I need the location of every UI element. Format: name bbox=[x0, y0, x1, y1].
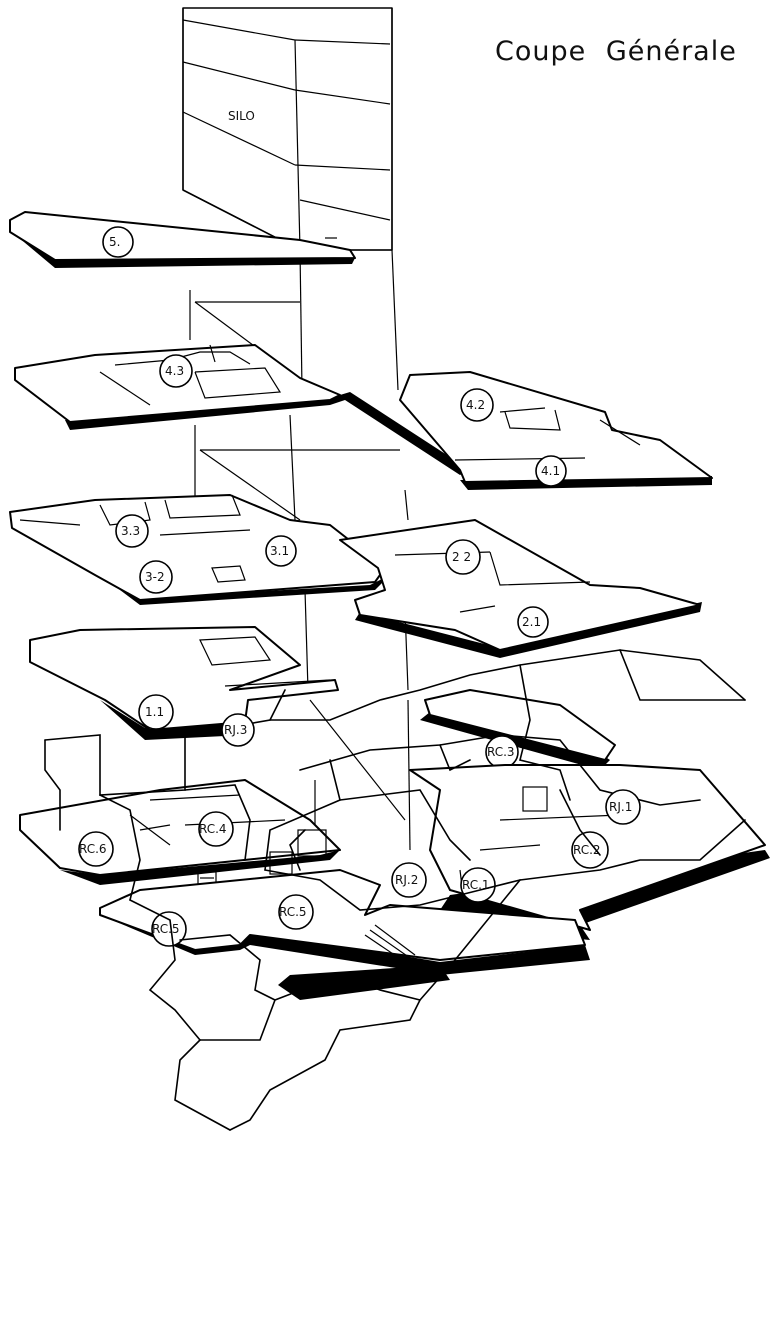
label-4-3: 4.3 bbox=[165, 364, 184, 378]
silo-tower: SILO bbox=[182, 7, 393, 251]
label-rj-3: RJ.3 bbox=[224, 723, 247, 737]
label-rc-4: RC.4 bbox=[199, 822, 227, 836]
label-4-1: 4.1 bbox=[541, 464, 560, 478]
level-3-plate: 3.3 3-2 3.1 bbox=[9, 494, 390, 605]
silo-label: SILO bbox=[228, 109, 255, 123]
label-1-1: 1.1 bbox=[145, 705, 164, 719]
label-rc-5b: RC.5 bbox=[279, 905, 307, 919]
label-3-3: 3.3 bbox=[121, 524, 140, 538]
label-rc-3: RC.3 bbox=[487, 745, 515, 759]
label-rj-2: RJ.2 bbox=[395, 873, 418, 887]
label-rj-1: RJ.1 bbox=[609, 800, 632, 814]
level-1-plate: 1.1 bbox=[29, 626, 339, 740]
level-4-plate: 4.3 4.2 4.1 bbox=[14, 344, 713, 490]
label-3-2: 3-2 bbox=[145, 570, 165, 584]
drawing-title: Coupe Générale bbox=[495, 36, 737, 67]
rj-level-plan: RJ.1 RJ.2 RJ.3 bbox=[44, 649, 746, 1131]
label-2-1: 2.1 bbox=[522, 615, 541, 629]
level-5-plate: 5. bbox=[9, 211, 356, 268]
label-2-2: 2 2 bbox=[452, 550, 471, 564]
rc-level-plate: RC.3 RC.2 RC.1 RC.6 RC.4 bbox=[19, 689, 770, 1000]
label-rc-1: RC.1 bbox=[462, 878, 490, 892]
level-2-plate: 2 2 2.1 bbox=[339, 519, 702, 658]
label-3-1: 3.1 bbox=[270, 544, 289, 558]
label-rc-5a: RC.5 bbox=[152, 922, 180, 936]
label-rc-6: RC.6 bbox=[79, 842, 107, 856]
label-5: 5. bbox=[109, 235, 120, 249]
label-4-2: 4.2 bbox=[466, 398, 485, 412]
